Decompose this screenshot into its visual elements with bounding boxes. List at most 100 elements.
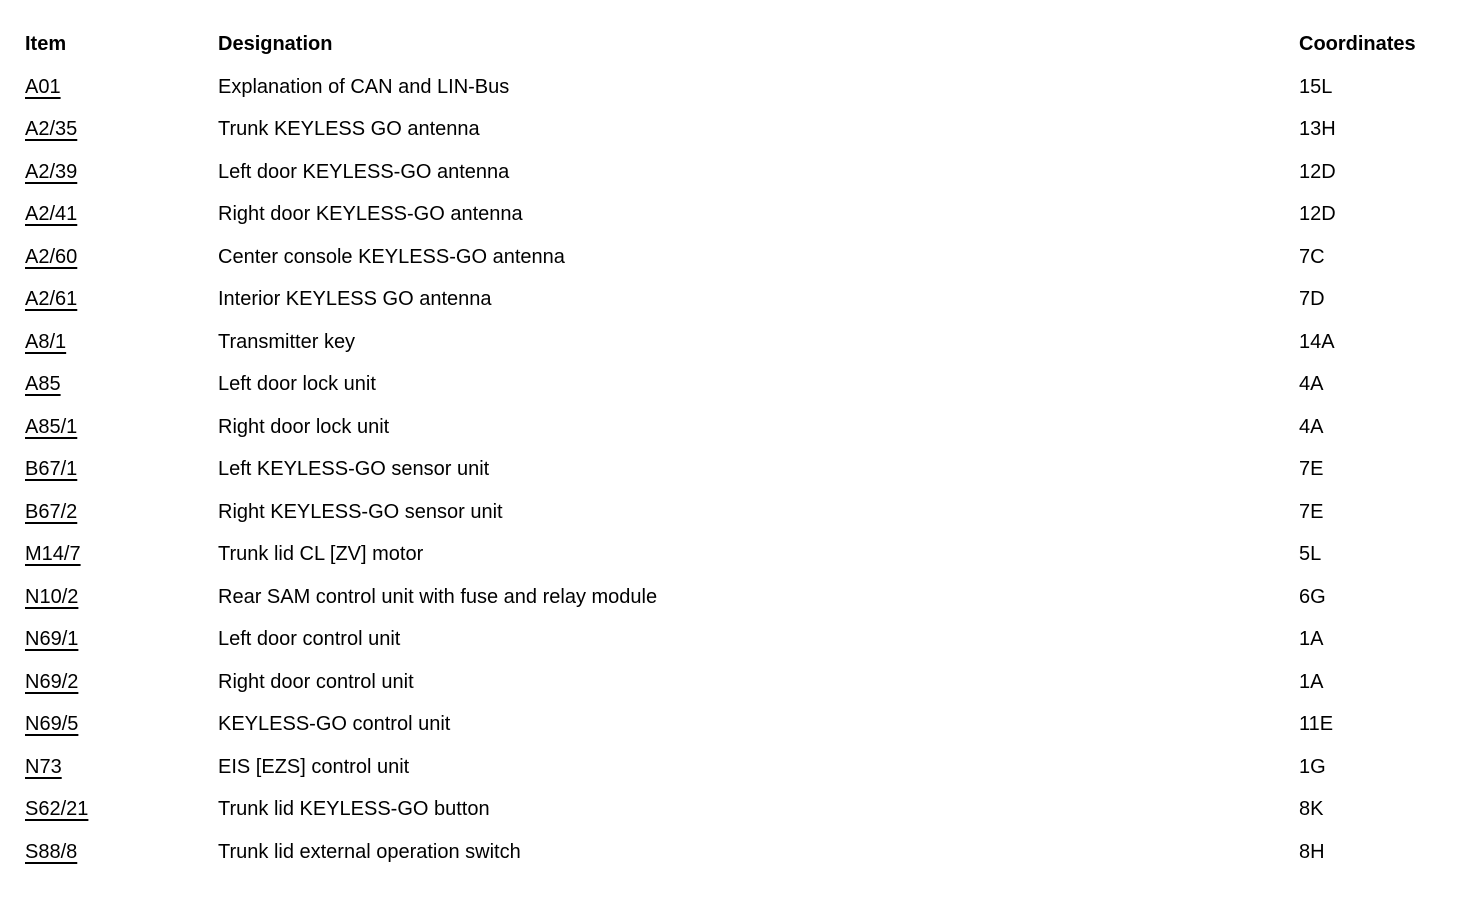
table-row: S62/21 Trunk lid KEYLESS-GO button 8K [25, 788, 1472, 831]
coordinates-text: 7E [1299, 458, 1324, 481]
item-cell: M14/7 [25, 544, 218, 564]
designation-text: Trunk lid KEYLESS-GO button [218, 798, 490, 821]
item-link[interactable]: A8/1 [25, 330, 67, 353]
coordinates-text: 1A [1299, 628, 1324, 651]
column-header-item: Item [25, 33, 67, 56]
item-link[interactable]: A85/1 [25, 415, 78, 438]
item-link[interactable]: N10/2 [25, 585, 79, 608]
item-link[interactable]: A2/61 [25, 288, 78, 311]
item-cell: S62/21 [25, 799, 218, 819]
item-link[interactable]: A2/41 [25, 203, 78, 226]
designation-text: Trunk lid CL [ZV] motor [218, 543, 424, 566]
designation-text: EIS [EZS] control unit [218, 755, 410, 778]
designation-text: KEYLESS-GO control unit [218, 713, 451, 736]
table-row: B67/1 Left KEYLESS-GO sensor unit 7E [25, 448, 1472, 491]
coordinates-text: 8K [1299, 798, 1324, 821]
table-row: A2/61 Interior KEYLESS GO antenna 7D [25, 278, 1472, 321]
coordinates-text: 11E [1299, 713, 1334, 736]
item-link[interactable]: S62/21 [25, 798, 89, 821]
coordinates-text: 7C [1299, 245, 1325, 268]
item-cell: A2/41 [25, 204, 218, 224]
designation-text: Left KEYLESS-GO sensor unit [218, 458, 490, 481]
coordinates-text: 1G [1299, 755, 1326, 778]
table-header-row: Item Designation Coordinates [25, 23, 1472, 66]
table-row: A85 Left door lock unit 4A [25, 363, 1472, 406]
table-row: N73 EIS [EZS] control unit 1G [25, 746, 1472, 789]
item-cell: N69/1 [25, 629, 218, 649]
item-link[interactable]: N73 [25, 755, 62, 778]
item-link[interactable]: A01 [25, 75, 61, 98]
designation-text: Left door lock unit [218, 373, 376, 396]
item-cell: N73 [25, 757, 218, 777]
table-body: A01 Explanation of CAN and LIN-Bus 15L A2/3… [25, 66, 1472, 874]
table-row: N69/5 KEYLESS-GO control unit 11E [25, 703, 1472, 746]
designation-text: Left door control unit [218, 628, 401, 651]
table-row: A2/60 Center console KEYLESS-GO antenna 7C [25, 236, 1472, 279]
table-row: S88/8 Trunk lid external operation switch… [25, 831, 1472, 874]
item-cell: A01 [25, 77, 218, 97]
coordinates-text: 4A [1299, 373, 1324, 396]
item-cell: A2/61 [25, 289, 218, 309]
legend-table: Item Designation Coordinates A01 Explanat… [25, 23, 1472, 873]
coordinates-text: 12D [1299, 203, 1336, 226]
coordinates-text: 14A [1299, 330, 1335, 353]
table-row: N10/2 Rear SAM control unit with fuse and… [25, 576, 1472, 619]
legend-page: Item Designation Coordinates A01 Explanat… [25, 23, 1472, 873]
table-row: N69/2 Right door control unit 1A [25, 661, 1472, 704]
coordinates-text: 7E [1299, 500, 1324, 523]
item-link[interactable]: A2/39 [25, 160, 78, 183]
item-link[interactable]: M14/7 [25, 543, 81, 566]
table-row: A2/39 Left door KEYLESS-GO antenna 12D [25, 151, 1472, 194]
designation-text: Right KEYLESS-GO sensor unit [218, 500, 503, 523]
item-cell: A85/1 [25, 417, 218, 437]
item-link[interactable]: S88/8 [25, 840, 78, 863]
table-row: A8/1 Transmitter key 14A [25, 321, 1472, 364]
table-row: A85/1 Right door lock unit 4A [25, 406, 1472, 449]
item-cell: N69/2 [25, 672, 218, 692]
table-row: A2/35 Trunk KEYLESS GO antenna 13H [25, 108, 1472, 151]
table-row: N69/1 Left door control unit 1A [25, 618, 1472, 661]
item-cell: A8/1 [25, 332, 218, 352]
designation-text: Center console KEYLESS-GO antenna [218, 245, 565, 268]
designation-text: Left door KEYLESS-GO antenna [218, 160, 510, 183]
coordinates-text: 8H [1299, 840, 1325, 863]
item-cell: B67/1 [25, 459, 218, 479]
item-link[interactable]: B67/1 [25, 458, 78, 481]
column-header-coordinates: Coordinates [1299, 33, 1416, 56]
designation-text: Rear SAM control unit with fuse and rela… [218, 585, 658, 608]
coordinates-text: 12D [1299, 160, 1336, 183]
item-cell: A2/60 [25, 247, 218, 267]
column-header-designation: Designation [218, 33, 333, 56]
designation-text: Right door lock unit [218, 415, 390, 438]
item-cell: A2/39 [25, 162, 218, 182]
item-cell: B67/2 [25, 502, 218, 522]
coordinates-text: 13H [1299, 118, 1336, 141]
item-cell: A2/35 [25, 119, 218, 139]
coordinates-text: 6G [1299, 585, 1326, 608]
item-link[interactable]: N69/1 [25, 628, 79, 651]
item-link[interactable]: A85 [25, 373, 61, 396]
item-link[interactable]: B67/2 [25, 500, 78, 523]
item-link[interactable]: A2/60 [25, 245, 78, 268]
designation-text: Right door control unit [218, 670, 414, 693]
item-link[interactable]: N69/5 [25, 713, 79, 736]
coordinates-text: 15L [1299, 75, 1333, 98]
coordinates-text: 1A [1299, 670, 1324, 693]
table-row: A01 Explanation of CAN and LIN-Bus 15L [25, 66, 1472, 109]
table-row: B67/2 Right KEYLESS-GO sensor unit 7E [25, 491, 1472, 534]
designation-text: Transmitter key [218, 330, 356, 353]
item-link[interactable]: N69/2 [25, 670, 79, 693]
coordinates-text: 4A [1299, 415, 1324, 438]
table-row: M14/7 Trunk lid CL [ZV] motor 5L [25, 533, 1472, 576]
designation-text: Explanation of CAN and LIN-Bus [218, 75, 510, 98]
coordinates-text: 5L [1299, 543, 1322, 566]
designation-text: Right door KEYLESS-GO antenna [218, 203, 523, 226]
coordinates-text: 7D [1299, 288, 1325, 311]
item-link[interactable]: A2/35 [25, 118, 78, 141]
designation-text: Trunk KEYLESS GO antenna [218, 118, 480, 141]
designation-text: Trunk lid external operation switch [218, 840, 521, 863]
designation-text: Interior KEYLESS GO antenna [218, 288, 492, 311]
item-cell: S88/8 [25, 842, 218, 862]
item-cell: A85 [25, 374, 218, 394]
table-row: A2/41 Right door KEYLESS-GO antenna 12D [25, 193, 1472, 236]
